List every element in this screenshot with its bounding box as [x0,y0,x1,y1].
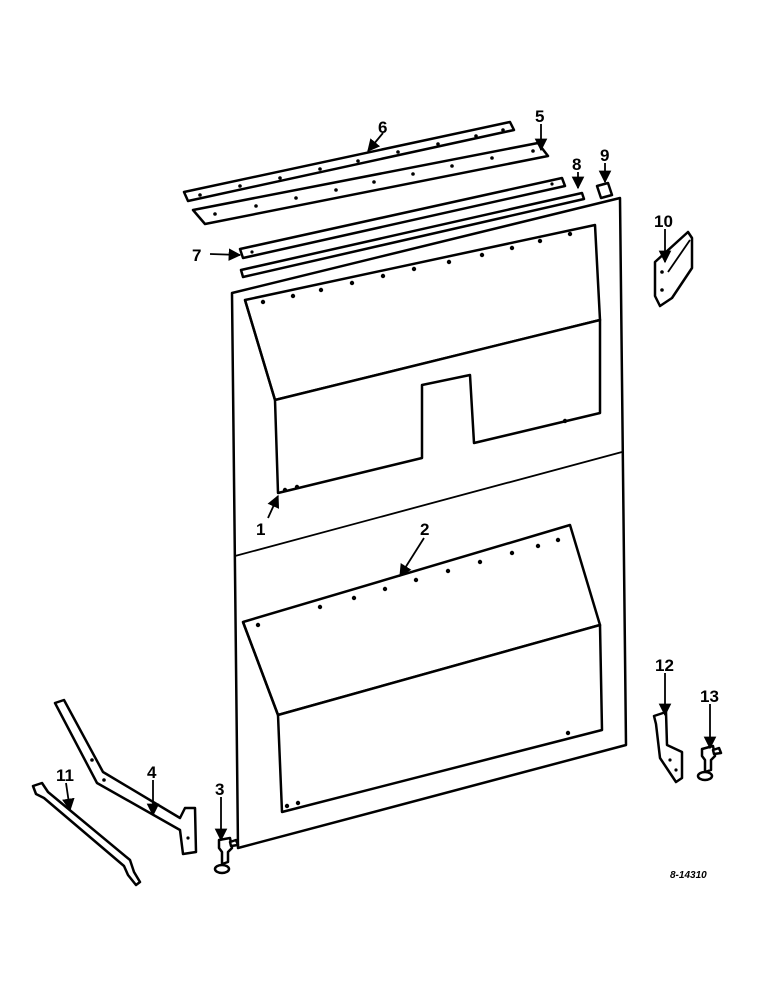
rod-11 [31,781,142,887]
bar-4 [53,698,198,856]
callout-7: 7 [192,246,201,265]
callout-12: 12 [655,656,674,675]
strip-8 [239,191,586,279]
callout-11: 11 [56,766,74,785]
strip-7 [238,176,567,260]
lower-shield [241,523,604,814]
bracket-10 [653,230,694,308]
callout-8: 8 [572,155,581,174]
callout-2: 2 [420,520,429,539]
leader-lines [62,124,717,842]
bushing-9 [595,181,614,200]
strip-5 [191,141,550,226]
callout-labels: 1 2 3 4 5 6 7 8 9 10 11 12 13 [56,107,719,799]
callout-10: 10 [654,212,673,231]
callout-9: 9 [600,146,609,165]
bracket-12 [652,710,684,784]
reference-code: 8-14310 [670,870,707,881]
callout-3: 3 [215,780,224,799]
latch-3 [213,836,240,875]
upper-shield [243,223,602,495]
callout-5: 5 [535,107,544,126]
callout-4: 4 [147,763,157,782]
callout-1: 1 [256,520,265,539]
latch-13 [696,744,723,782]
strip-6 [182,120,516,203]
callout-13: 13 [700,687,719,706]
callout-6: 6 [378,118,387,137]
